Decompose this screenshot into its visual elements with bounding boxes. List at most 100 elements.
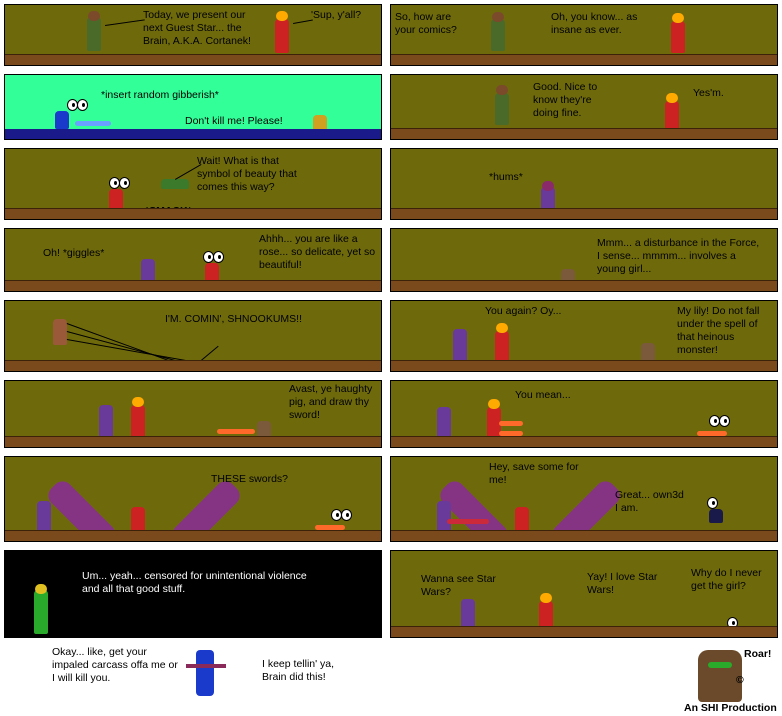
production-credit: An SHI Production — [684, 702, 777, 714]
girl-head — [672, 13, 684, 23]
girl-character — [131, 405, 145, 437]
dialogue-text: Why do I never get the girl? — [691, 567, 762, 592]
dialogue-text: You again? Oy... — [485, 305, 562, 317]
brain-head — [88, 11, 100, 21]
eye — [719, 415, 730, 427]
purple-character — [37, 501, 51, 533]
dialogue-text: *hums* — [489, 171, 523, 183]
dialogue-text: Avast, ye haughty pig, and draw thy swor… — [289, 383, 373, 421]
lightsaber — [315, 525, 345, 530]
purple-character — [461, 599, 475, 629]
comic-panel-16: Wanna see Star Wars? Yay! I love Star Wa… — [390, 550, 778, 638]
dialogue-text: Today, we present our next Guest Star...… — [143, 9, 251, 47]
comic-panel-5: Wait! What is that symbol of beauty that… — [4, 148, 382, 220]
floor — [391, 626, 777, 637]
yoda-character — [641, 343, 655, 363]
lightsaber — [697, 431, 727, 436]
comic-panel-3: *insert random gibberish* Don't kill me!… — [4, 74, 382, 140]
eye — [119, 177, 130, 189]
dialogue-text: *insert random gibberish* — [101, 89, 219, 101]
dialogue-text: Mmm... a disturbance in the Force, I sen… — [597, 237, 760, 275]
creature-eyes — [708, 662, 732, 668]
floor — [391, 208, 777, 219]
floor — [391, 436, 777, 447]
dialogue-text: So, how are your comics? — [395, 11, 457, 36]
girl-character — [109, 189, 123, 211]
comic-panel-15: Um... yeah... censored for unintentional… — [4, 550, 382, 638]
comic-panel-8: Mmm... a disturbance in the Force, I sen… — [390, 228, 778, 292]
speech-line — [293, 19, 313, 24]
speed-line — [66, 339, 191, 362]
girl-head — [488, 399, 500, 409]
eye — [341, 509, 352, 521]
comic-panel-2: So, how are your comics? Oh, you know...… — [390, 4, 778, 66]
creature-logo — [698, 650, 742, 702]
green-character — [34, 590, 48, 634]
purple-character — [453, 329, 467, 361]
purple-character — [437, 407, 451, 439]
floor — [5, 54, 381, 65]
comic-panel-1: Today, we present our next Guest Star...… — [4, 4, 382, 66]
dialogue-text: Ahhh... you are like a rose... so delica… — [259, 233, 376, 271]
small-character — [709, 509, 723, 523]
lightsaber — [217, 429, 255, 434]
dialogue-text: Good. Nice to know they're doing fine. — [533, 81, 598, 119]
floor — [5, 436, 381, 447]
floor — [391, 280, 777, 291]
brain-head — [496, 85, 508, 95]
dialogue-text: Great... own3d I am. — [615, 489, 684, 514]
dialogue-text: Oh, you know... as insane as ever. — [551, 11, 638, 36]
girl-head — [496, 323, 508, 333]
dialogue-text: Don't kill me! Please! — [185, 115, 283, 127]
water — [5, 129, 381, 139]
comic-panel-10: You again? Oy... My lily! Do not fall un… — [390, 300, 778, 372]
comic-panel-4: Good. Nice to know they're doing fine. Y… — [390, 74, 778, 140]
lightsaber — [75, 121, 111, 126]
blue-character — [55, 111, 69, 129]
purple-character — [541, 187, 555, 213]
lightsaber — [186, 664, 226, 668]
dialogue-text: Wanna see Star Wars? — [421, 573, 496, 598]
comic-panel-13: THESE swords? — [4, 456, 382, 542]
dialogue-text: Yes'm. — [693, 87, 724, 99]
small-character — [313, 115, 327, 133]
girl-head — [666, 93, 678, 103]
girl-head — [540, 593, 552, 603]
girl-head — [132, 397, 144, 407]
eye — [77, 99, 88, 111]
comic-panel-12: You mean... — [390, 380, 778, 448]
floor — [391, 360, 777, 371]
floor — [5, 530, 381, 541]
purple-character — [437, 501, 451, 533]
girl-character — [671, 21, 685, 53]
copyright-symbol: © — [736, 674, 744, 686]
girl-character — [515, 507, 529, 535]
eye — [707, 497, 718, 509]
girl-character — [539, 601, 553, 629]
footer-right-text: I keep tellin' ya, Brain did this! — [262, 658, 335, 683]
dialogue-text: Oh! *giggles* — [43, 247, 105, 259]
comic-panel-9: I'M. COMIN', SHNOOKUMS!! — [4, 300, 382, 372]
girl-character — [275, 19, 289, 53]
green-head — [35, 584, 47, 594]
speech-line — [105, 19, 145, 26]
brain-character — [491, 19, 505, 51]
dialogue-text: Um... yeah... censored for unintentional… — [82, 570, 307, 595]
flying-character — [161, 179, 189, 189]
comic-panel-14: Hey, save some for me! Great... own3d I … — [390, 456, 778, 542]
lightsaber — [499, 431, 523, 436]
purple-character — [141, 259, 155, 285]
girl-character — [131, 507, 145, 535]
floor — [5, 360, 381, 371]
brain-character — [495, 93, 509, 125]
comic-panel-6: *hums* — [390, 148, 778, 220]
purple-character — [99, 405, 113, 437]
girl-head — [276, 11, 288, 21]
dialogue-text: 'Sup, y'all? — [311, 9, 362, 21]
girl-character — [205, 263, 219, 285]
brain-head — [492, 12, 504, 22]
floor — [5, 208, 381, 219]
yoda-character — [53, 319, 67, 345]
comic-panel-11: Avast, ye haughty pig, and draw thy swor… — [4, 380, 382, 448]
floor — [391, 128, 777, 139]
